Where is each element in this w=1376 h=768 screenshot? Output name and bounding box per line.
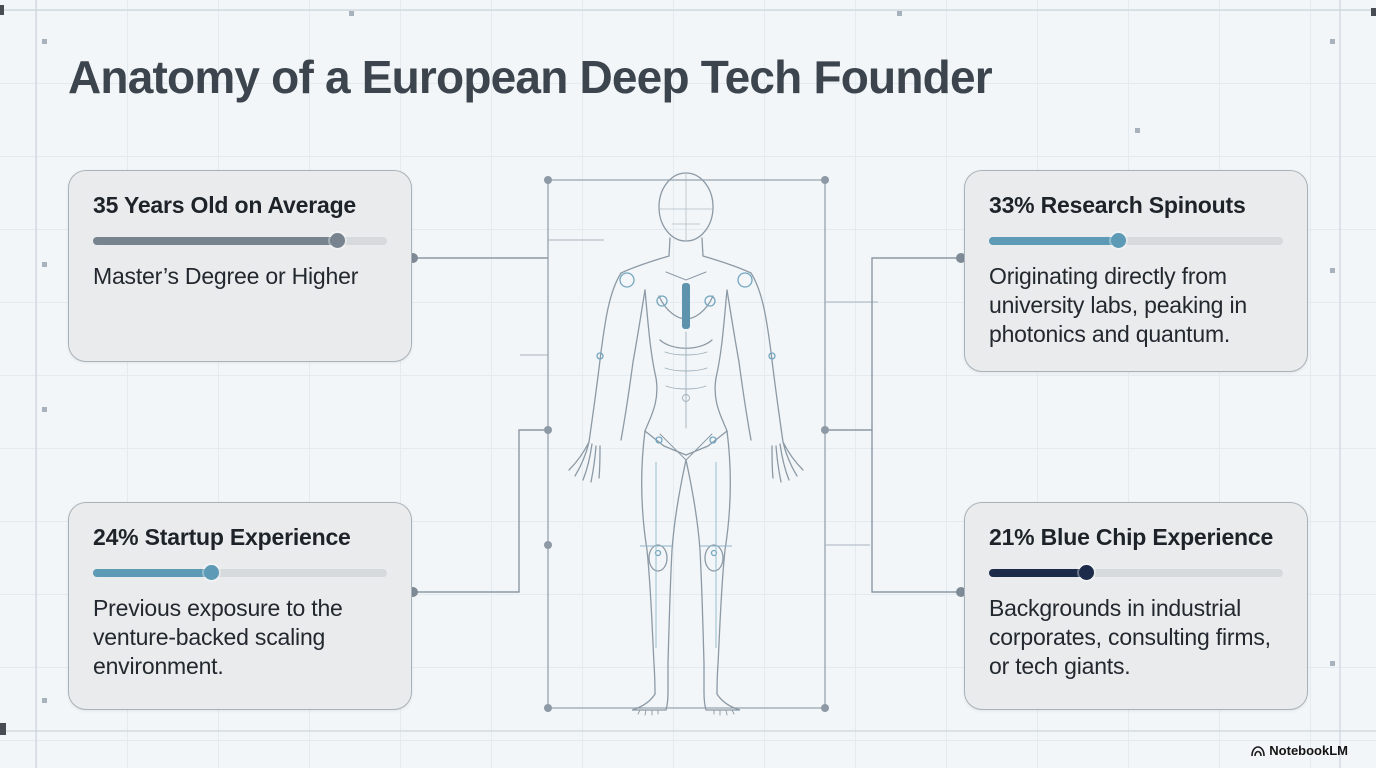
stat-bar-fill [989,236,1119,245]
stat-bar-fill [93,236,338,245]
card-blue-chip-experience: 21% Blue Chip Experience Backgrounds in … [964,502,1308,710]
page-title: Anatomy of a European Deep Tech Founder [68,51,993,103]
card-body: Originating directly from university lab… [989,262,1247,347]
stat-bar-knob [1111,232,1127,248]
stat-bar-fill [989,568,1087,577]
measurement-frame [547,179,826,709]
notebooklm-brand: NotebookLM [1251,743,1348,758]
stat-bar-track [989,236,1283,245]
connector-dots [408,253,966,597]
stat-bar [93,564,387,580]
card-title: 33% Research Spinouts [989,192,1246,218]
card-body: Master’s Degree or Higher [93,262,359,289]
stat-bar-knob [203,564,219,580]
notebooklm-logo-icon [1251,745,1266,756]
card-title: 35 Years Old on Average [93,192,357,218]
human-figure-diagram [568,172,804,716]
stat-bar-track [989,568,1283,577]
stat-bar-knob [1079,564,1095,580]
card-title: 21% Blue Chip Experience [989,524,1274,550]
card-age-education: 35 Years Old on Average Master’s Degree … [68,170,412,362]
stat-bar [989,564,1283,580]
stat-bar-fill [93,568,211,577]
card-body: Previous exposure to the venture-backed … [93,594,343,679]
sternum-bar [682,283,690,329]
stat-bar [989,232,1283,248]
stat-bar [93,232,387,248]
brand-label: NotebookLM [1269,743,1348,758]
frame-node-dots [544,176,829,712]
card-research-spinouts: 33% Research Spinouts Originating direct… [964,170,1308,372]
stat-bar-knob [330,232,346,248]
card-body: Backgrounds in industrial corporates, co… [989,594,1271,679]
card-title: 24% Startup Experience [93,524,351,550]
card-startup-experience: 24% Startup Experience Previous exposure… [68,502,412,710]
stat-bar-track [93,568,387,577]
card-connectors [413,257,961,593]
